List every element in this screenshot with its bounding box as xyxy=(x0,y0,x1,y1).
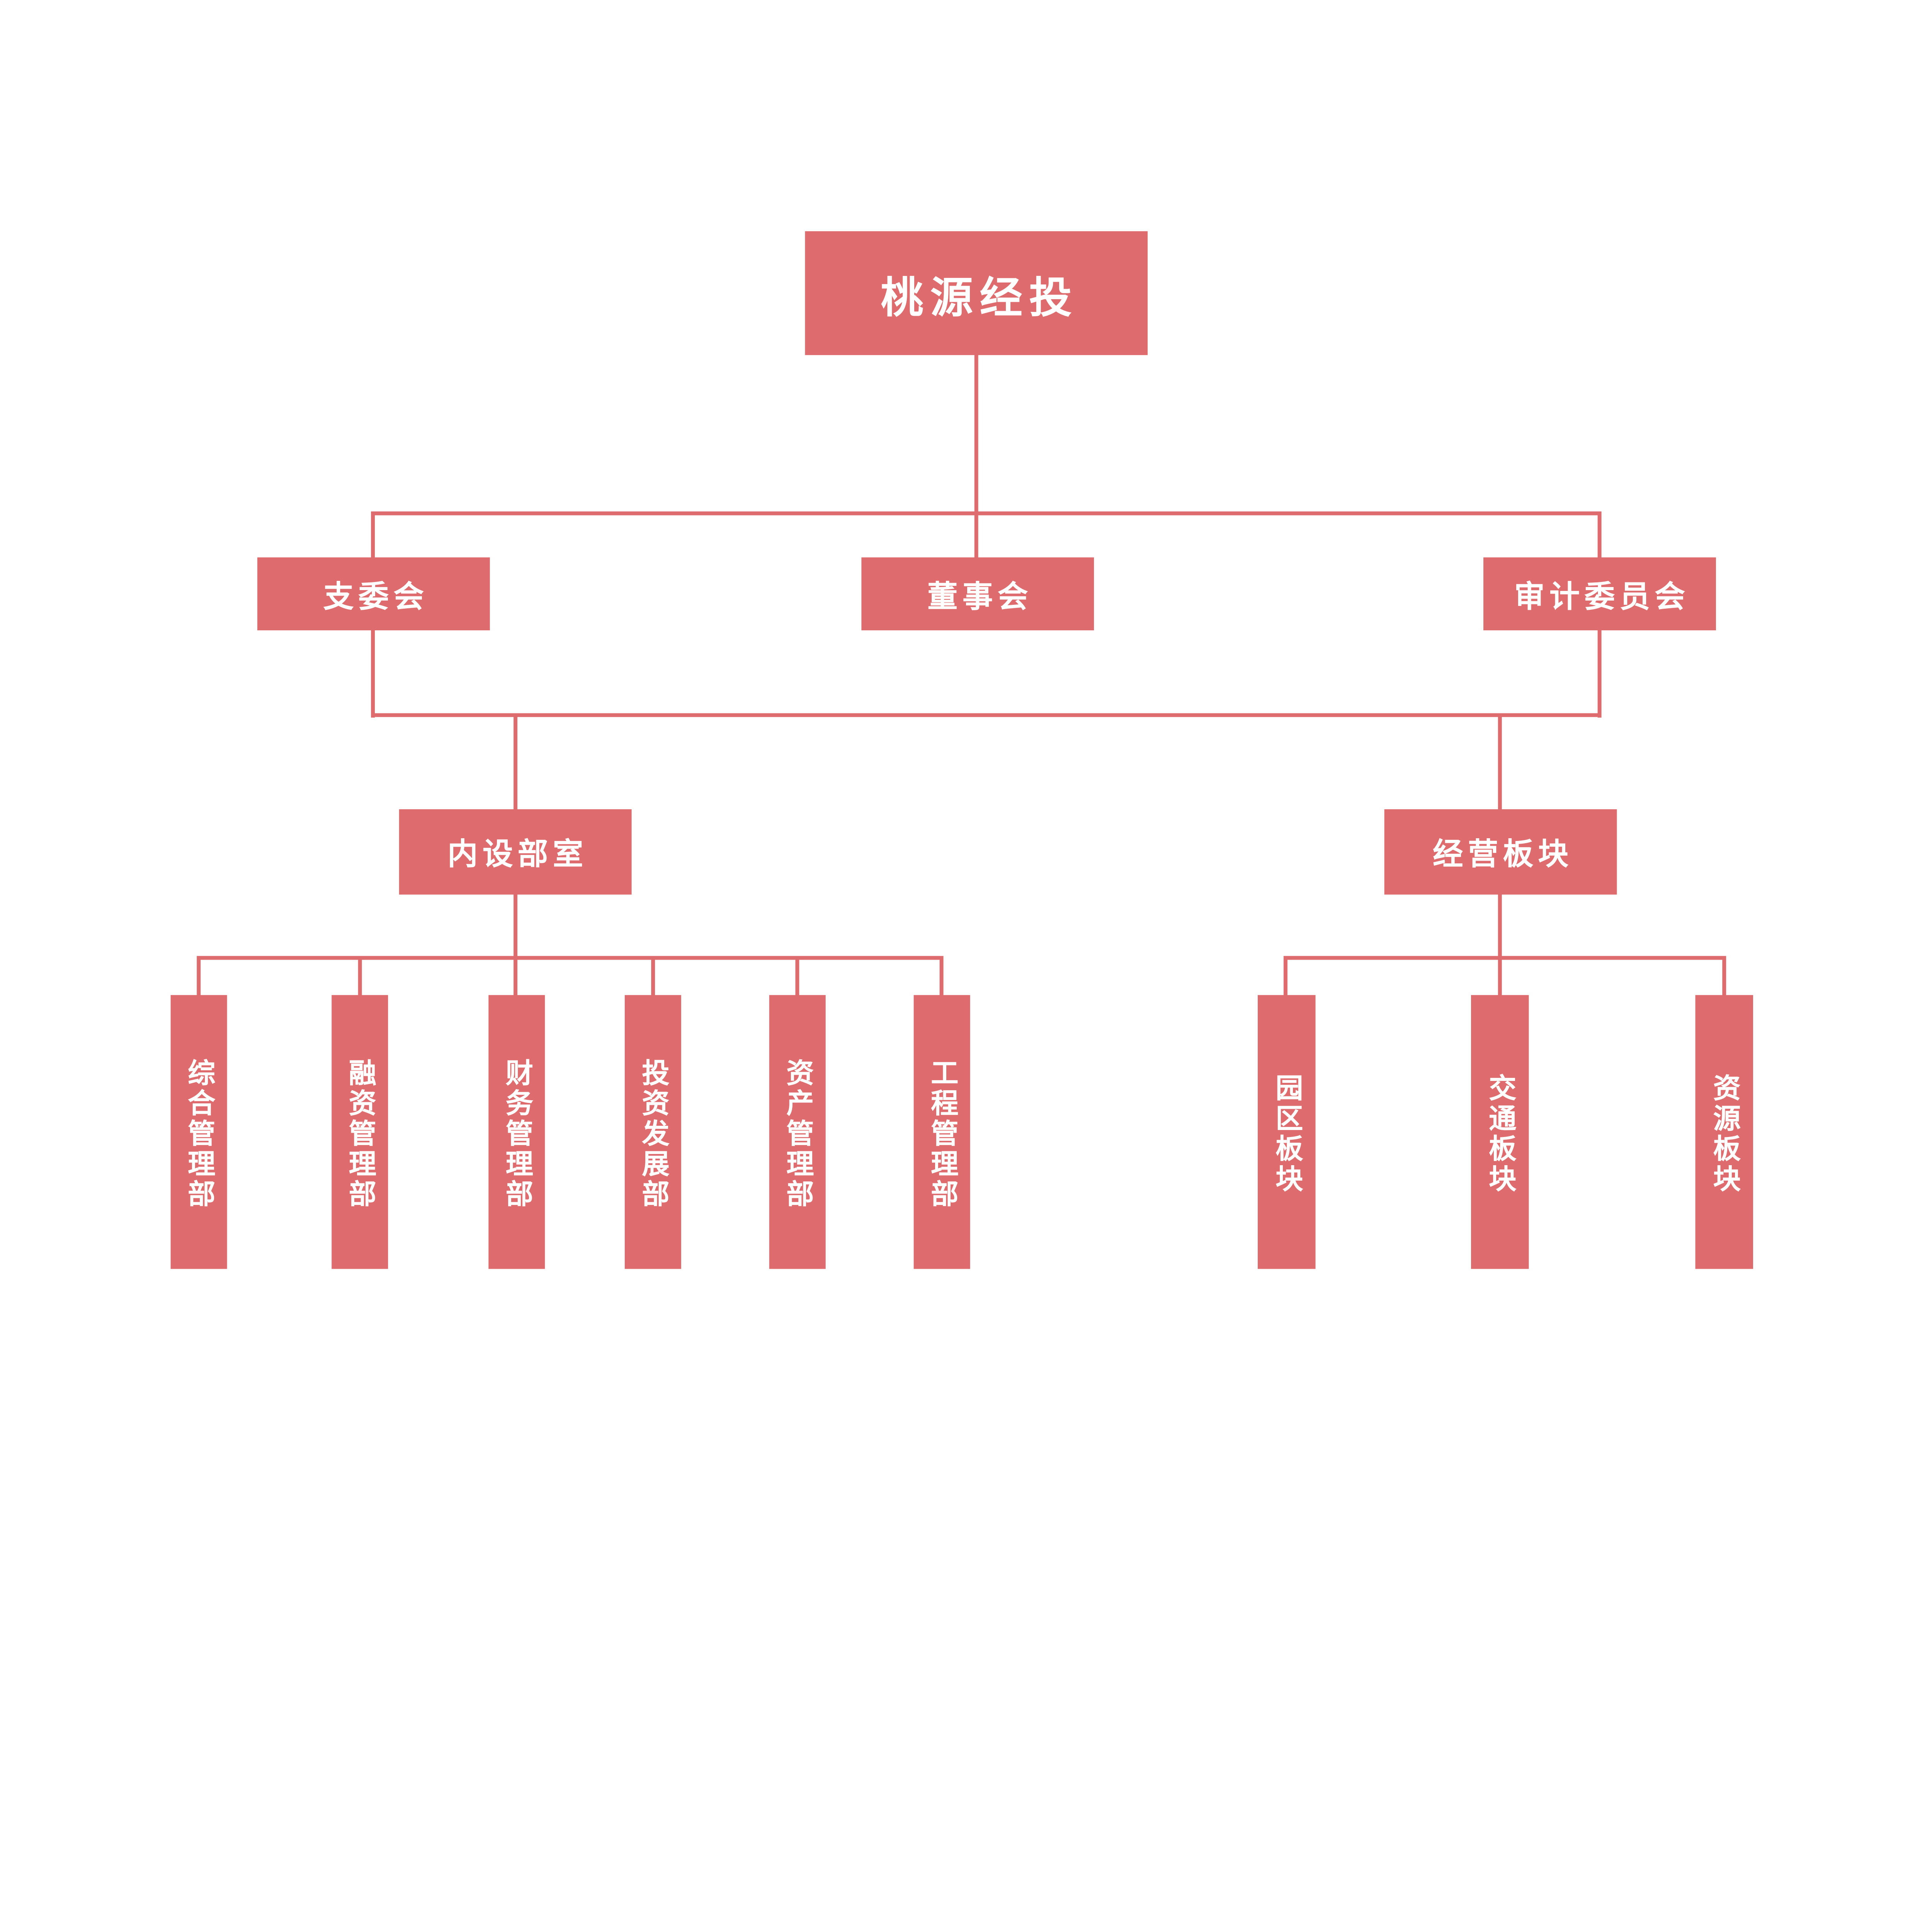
node-root-company-label: 桃源经投 xyxy=(881,273,1079,322)
node-dept-engineering-management-label: 工程管理部 xyxy=(926,1057,957,1209)
node-dept-financing-management-label: 融资管理部 xyxy=(344,1057,374,1209)
node-branch-committee: 支委会 xyxy=(257,557,490,631)
node-internal-offices: 内设部室 xyxy=(399,809,632,895)
node-sector-park-label: 园区板块 xyxy=(1270,1072,1301,1194)
node-sector-park: 园区板块 xyxy=(1257,995,1316,1269)
node-root-company: 桃源经投 xyxy=(805,231,1148,355)
node-dept-investment-development-label: 投资发展部 xyxy=(637,1057,668,1209)
node-business-segments-label: 经营板块 xyxy=(1432,837,1573,871)
node-board-of-directors-label: 董事会 xyxy=(927,579,1033,613)
node-board-of-directors: 董事会 xyxy=(861,557,1094,631)
node-dept-asset-management-label: 资产管理部 xyxy=(781,1057,812,1209)
node-sector-transportation: 交通板块 xyxy=(1471,995,1529,1269)
node-audit-committee: 审计委员会 xyxy=(1483,557,1716,631)
node-dept-financing-management: 融资管理部 xyxy=(332,995,388,1269)
node-sector-resources-label: 资源板块 xyxy=(1708,1072,1739,1194)
node-internal-offices-label: 内设部室 xyxy=(447,837,588,871)
node-business-segments: 经营板块 xyxy=(1384,809,1617,895)
node-dept-asset-management: 资产管理部 xyxy=(769,995,826,1269)
connector-lines xyxy=(197,352,1726,997)
node-branch-committee-label: 支委会 xyxy=(323,579,429,613)
node-sector-transportation-label: 交通板块 xyxy=(1484,1072,1515,1194)
node-audit-committee-label: 审计委员会 xyxy=(1514,579,1690,613)
node-dept-investment-development: 投资发展部 xyxy=(624,995,681,1269)
node-dept-engineering-management: 工程管理部 xyxy=(913,995,970,1269)
node-dept-general-management: 综合管理部 xyxy=(170,995,227,1269)
node-dept-finance-management-label: 财务管理部 xyxy=(501,1057,531,1209)
node-sector-resources: 资源板块 xyxy=(1695,995,1753,1269)
node-dept-general-management-label: 综合管理部 xyxy=(183,1057,213,1209)
org-chart-canvas: 桃源经投 支委会 董事会 审计委员会 内设部室 经营板块 综合管理部 融资管理部… xyxy=(170,231,1753,1269)
node-dept-finance-management: 财务管理部 xyxy=(488,995,545,1269)
